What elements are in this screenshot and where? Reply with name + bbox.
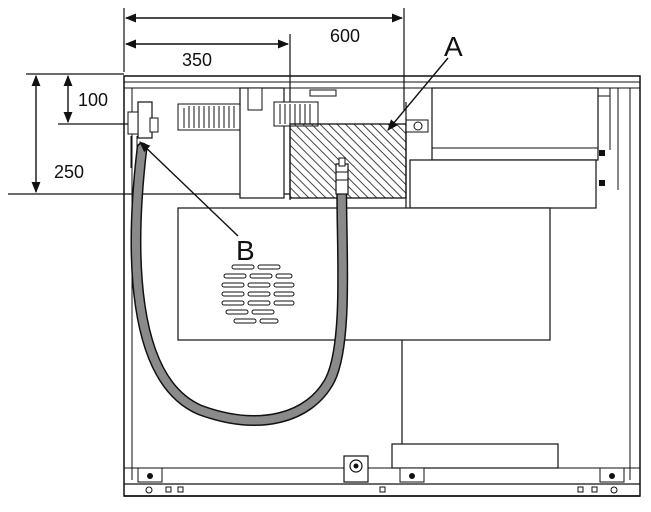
dimension-350-label: 350 [182, 50, 212, 70]
callout-a-label: A [444, 31, 463, 62]
dimension-600-label: 600 [330, 26, 360, 46]
cabinet-feet [137, 455, 625, 494]
dimension-100-label: 100 [78, 90, 108, 110]
callout-b: B [139, 141, 255, 266]
dimension-600: 600 [123, 8, 405, 110]
dimension-250-label: 250 [54, 162, 84, 182]
upper-right-panels [405, 87, 619, 210]
callout-a: A [387, 31, 463, 131]
cabinet-outline [123, 75, 641, 497]
heater-fins-right [273, 89, 337, 127]
zone-a-hatched-area [289, 119, 429, 199]
callout-b-label: B [236, 235, 255, 266]
vent-slots [221, 264, 295, 324]
drain-hose [130, 142, 349, 426]
heater-fins-left [177, 103, 241, 131]
dimension-100: 100 [58, 73, 130, 125]
lower-section [391, 340, 559, 469]
